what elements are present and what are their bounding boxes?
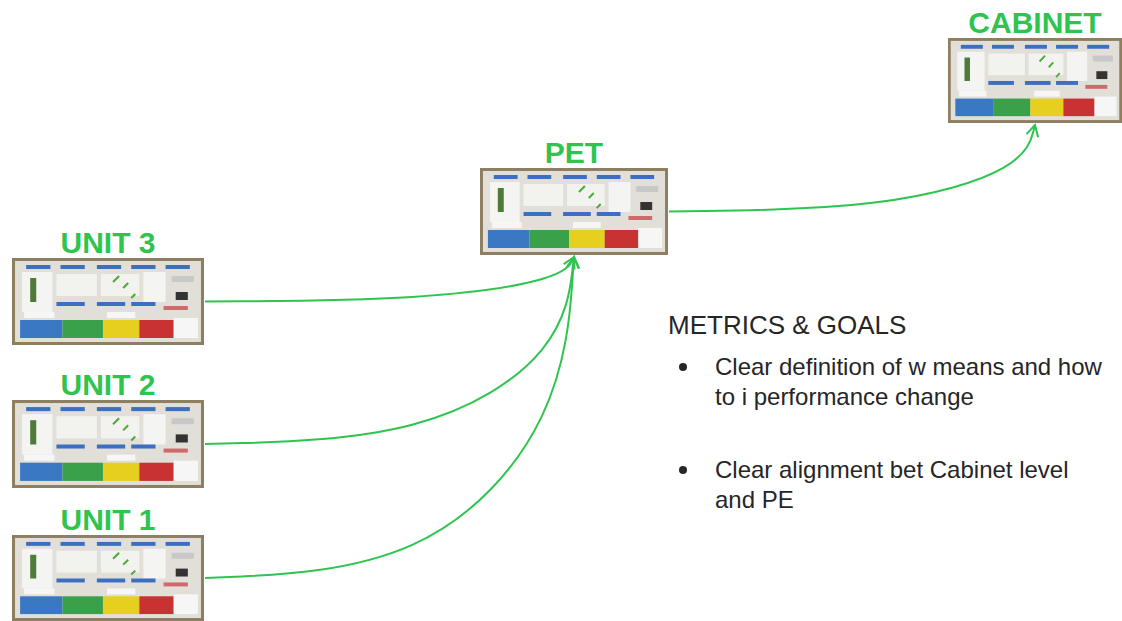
board-illustration — [948, 38, 1122, 123]
board-picture — [12, 258, 204, 345]
flow-arrow — [669, 125, 1035, 212]
board-node: UNIT 2 — [12, 370, 204, 488]
board-picture — [480, 168, 668, 255]
board-node: UNIT 3 — [12, 228, 204, 345]
node-heading: UNIT 2 — [12, 370, 204, 400]
board-picture — [12, 535, 204, 621]
board-node: CABINET — [948, 8, 1122, 123]
node-heading: CABINET — [948, 8, 1122, 38]
board-picture — [12, 400, 204, 488]
node-heading: PET — [480, 138, 668, 168]
bullet-dot — [679, 363, 687, 371]
flow-arrow — [205, 257, 574, 444]
board-picture — [948, 38, 1122, 123]
node-heading: UNIT 3 — [12, 228, 204, 258]
board-node: UNIT 1 — [12, 505, 204, 621]
bullet-text: Clear alignment bet Cabinet level and PE — [715, 455, 1110, 515]
board-illustration — [12, 535, 204, 621]
node-heading: UNIT 1 — [12, 505, 204, 535]
flow-arrow — [205, 257, 574, 302]
board-node: PET — [480, 138, 668, 255]
section-heading: METRICS & GOALS — [668, 310, 1108, 340]
flow-arrow — [205, 257, 574, 578]
bullet-dot — [679, 466, 687, 474]
board-illustration — [12, 400, 204, 488]
board-illustration — [12, 258, 204, 345]
board-illustration — [480, 168, 668, 255]
bullet-text: Clear definition of w means and how to i… — [715, 352, 1110, 412]
